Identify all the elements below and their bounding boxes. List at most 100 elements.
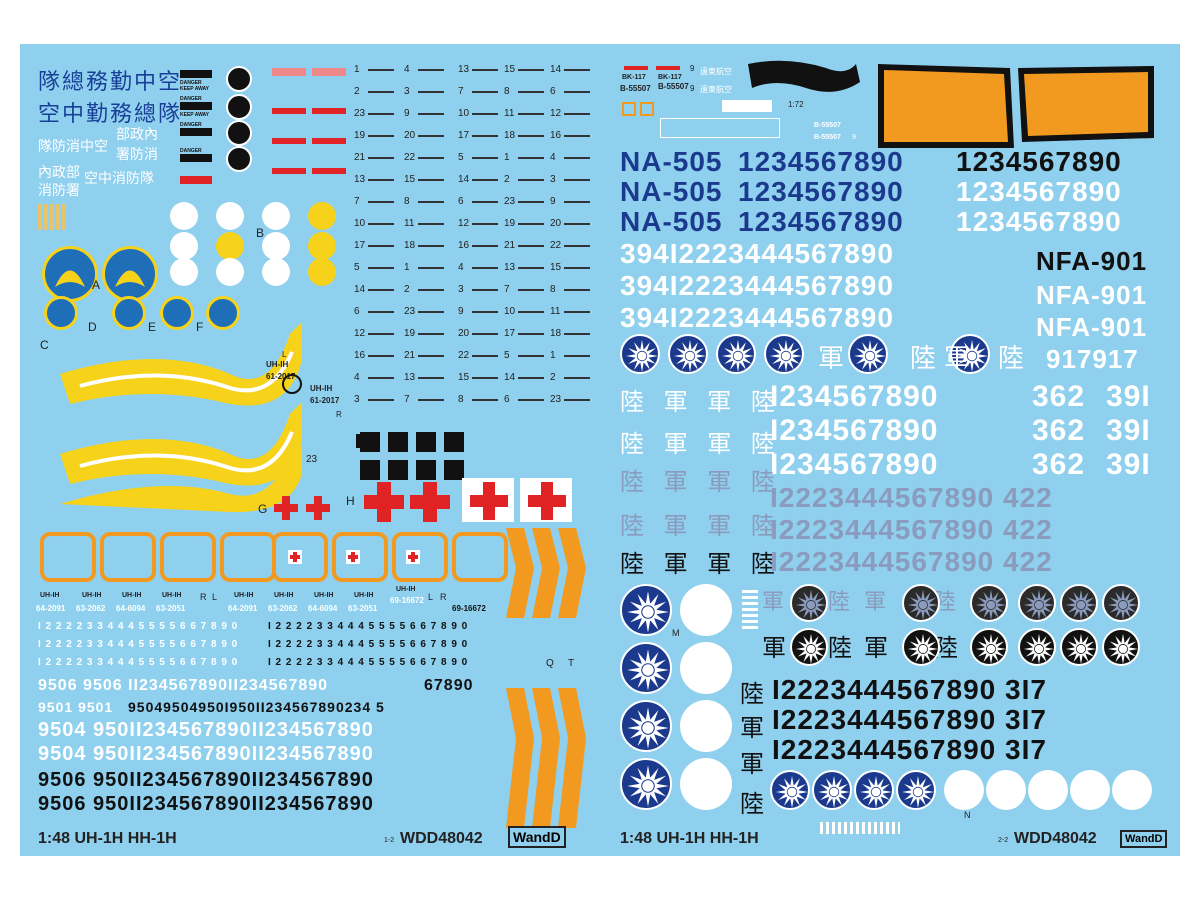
- serial-label: 61-2017: [310, 396, 340, 405]
- stencil-text-line: [418, 223, 444, 225]
- wing-emblem-icon: [262, 258, 290, 286]
- bottom-roundel-row: [770, 770, 1160, 814]
- stencil-text-line: [518, 399, 544, 401]
- phoenix-emblem-icon: [42, 246, 98, 302]
- roc-roundel-icon: [848, 334, 888, 374]
- stencil-text-line: [418, 201, 444, 203]
- white-394-row: 394I2223444567890: [620, 238, 894, 269]
- stencil-text-line: [418, 245, 444, 247]
- stencil-number: 12: [354, 328, 366, 339]
- stencil-number: 14: [550, 64, 562, 75]
- army-cjk-vertical: 陸: [740, 680, 764, 708]
- stencil-number: 7: [354, 196, 360, 207]
- logo-box: [360, 460, 380, 480]
- stencil-text-line: [564, 135, 590, 137]
- danger-arrow-icon: [180, 70, 212, 78]
- red-cross-icon: [470, 482, 508, 520]
- orange-outline-decal: [220, 532, 276, 582]
- army-cjk-vertical: 軍: [740, 714, 764, 742]
- registration-label: B-55507: [658, 82, 689, 91]
- cjk-white-2: 署防消: [116, 147, 158, 163]
- stencil-text-line: [418, 355, 444, 357]
- army-cjk-black: 軍: [864, 634, 888, 662]
- stencil-text-line: [518, 91, 544, 93]
- wreath-emblem-icon: [226, 120, 252, 146]
- danger-text: DANGER: [180, 148, 202, 154]
- stencil-number: 13: [404, 372, 416, 383]
- uh-label: UH-IH: [310, 384, 333, 393]
- stencil-text-line: [472, 245, 498, 247]
- stencil-text-line: [518, 157, 544, 159]
- unit-emblem-icon: [44, 296, 78, 330]
- fuselage-band-decals: [748, 60, 1154, 148]
- danger-text: DANGER: [180, 80, 202, 86]
- stencil-number: 15: [504, 64, 516, 75]
- grey-digit-row: I2223444567890 422: [770, 546, 1053, 577]
- serial-number: 64-6094: [116, 604, 146, 613]
- stripe-decal: [722, 100, 772, 112]
- stencil-text-line: [418, 399, 444, 401]
- stencil-text-line: [518, 355, 544, 357]
- letter-r: R: [336, 410, 342, 419]
- red-cross-icon: [306, 496, 330, 520]
- na-505-label: NA-505: [620, 176, 723, 207]
- digit-row-white: 9504 950II234567890II234567890: [38, 719, 374, 741]
- white-disc: [1070, 770, 1110, 810]
- danger-arrow-icon: [180, 128, 212, 136]
- window-decal: [660, 118, 780, 138]
- army-cjk-grey: 軍: [864, 590, 887, 615]
- letter-m: M: [672, 628, 680, 638]
- stencil-text-line: [368, 113, 394, 115]
- small-digit: 9: [690, 84, 695, 93]
- stencil-text-line: [564, 377, 590, 379]
- digit-row-black: 9506 950II234567890II234567890: [38, 793, 374, 815]
- stencil-number: 12: [458, 218, 470, 229]
- roc-roundel-icon: [1102, 584, 1140, 622]
- roc-roundel-icon: [770, 770, 810, 810]
- roc-roundel-icon: [620, 334, 660, 374]
- stencil-text-line: [368, 245, 394, 247]
- stencil-text-line: [518, 201, 544, 203]
- stencil-number: 2: [550, 372, 556, 383]
- white-disc: [986, 770, 1026, 810]
- army-cjk: 陸: [910, 344, 937, 374]
- orange-outline-decal: [452, 532, 508, 582]
- decal-sheet-1: 隊總務勤中空 空中勤務總隊 部政內 署防消 隊防消中空 內政部 消防署 空中消防…: [20, 44, 600, 856]
- stencil-number: 11: [504, 108, 515, 119]
- stencil-number: 14: [354, 284, 366, 295]
- uh-label: UH-IH: [314, 592, 334, 599]
- stencil-number: 15: [550, 262, 562, 273]
- stencil-text-line: [368, 289, 394, 291]
- stencil-text-line: [418, 311, 444, 313]
- logo-box: [388, 432, 408, 452]
- stencil-text-line: [368, 355, 394, 357]
- digit-row-small: I 2 2 2 2 3 3 4 4 4 5 5 5 5 6 6 7 8 9 0: [268, 657, 469, 668]
- black-roundel-row: [790, 624, 1160, 668]
- wing-emblem-icon: [170, 202, 198, 230]
- army-cjk-grey: 陸: [828, 590, 851, 615]
- serial-number: 69-16672: [452, 604, 486, 613]
- navy-digit-row: 1234567890: [738, 176, 904, 207]
- orange-outline-decal: [100, 532, 156, 582]
- roc-roundel-icon: [790, 628, 828, 666]
- stencil-number: 3: [550, 174, 556, 185]
- stencil-number: 22: [550, 240, 562, 251]
- stencil-text-line: [564, 355, 590, 357]
- letter-h: H: [346, 494, 355, 508]
- stencil-number: 20: [550, 218, 562, 229]
- uh-label: UH-IH: [40, 592, 60, 599]
- roc-roundel-icon: [1102, 628, 1140, 666]
- keep-away-text: KEEP AWAY: [180, 86, 209, 92]
- cjk-white-4: 內政部: [38, 165, 80, 181]
- stencil-number: 16: [458, 240, 470, 251]
- stencil-number: 23: [354, 108, 366, 119]
- title-cjk-2: 空中勤務總隊: [38, 102, 183, 127]
- stencil-text-line: [564, 201, 590, 203]
- registration-label: B-55507: [620, 84, 651, 93]
- red-cross-icon: [348, 552, 358, 562]
- roc-roundel-icon: [812, 770, 852, 810]
- danger-stencil: [312, 168, 346, 174]
- stencil-number: 17: [458, 130, 470, 141]
- stencil-text-line: [518, 311, 544, 313]
